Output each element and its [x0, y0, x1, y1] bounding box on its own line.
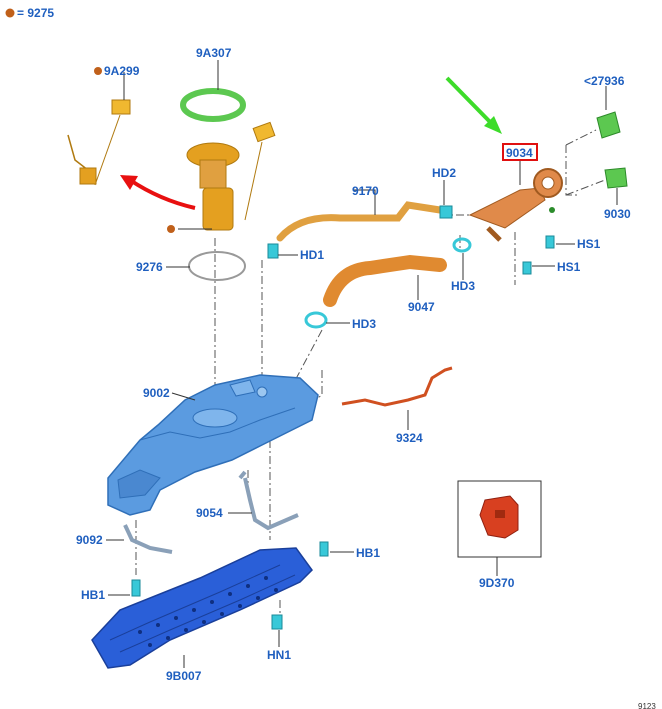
label-27936: <27936 — [584, 74, 625, 88]
bullet-9A299-icon — [94, 67, 102, 75]
fuel-tank-9002 — [107, 374, 319, 516]
leader-lines — [106, 60, 618, 668]
label-9030: 9030 — [604, 207, 631, 221]
label-9092: 9092 — [76, 533, 103, 547]
seal-9276 — [188, 251, 246, 281]
label-9054: 9054 — [196, 506, 223, 520]
lock-ring-9A307 — [180, 88, 246, 122]
clips-fasteners — [131, 205, 555, 630]
label-9324: 9324 — [396, 431, 423, 445]
label-9A307: 9A307 — [196, 46, 232, 60]
legend-text: = 9275 — [17, 6, 54, 20]
label-9034: 9034 — [506, 146, 533, 160]
assembly-lines — [135, 129, 606, 615]
green-arrow-icon — [445, 76, 497, 129]
label-9002: 9002 — [143, 386, 170, 400]
corner-code: 9123 — [638, 702, 656, 709]
highlight-box-9034 — [502, 143, 538, 161]
fuel-lines — [276, 201, 453, 407]
label-HN1: HN1 — [267, 648, 291, 662]
fuel-pump-module — [67, 88, 276, 281]
label-HD3-upper: HD3 — [451, 279, 475, 293]
label-9276: 9276 — [136, 260, 163, 274]
label-9170: 9170 — [352, 184, 379, 198]
cap-27936 — [596, 111, 621, 139]
cap-9030 — [604, 167, 628, 189]
tank-shield-9B007 — [91, 547, 313, 669]
label-9A299: 9A299 — [104, 64, 140, 78]
strap-9092 — [123, 524, 173, 554]
label-HB1-left: HB1 — [81, 588, 105, 602]
legend-dot-icon — [5, 8, 15, 18]
tank-straps — [123, 470, 299, 554]
filler-caps — [596, 111, 628, 189]
bolt-hn1 — [271, 614, 283, 630]
red-arrow-icon — [128, 178, 196, 210]
legend: = 9275 — [5, 6, 54, 20]
bolt-hb1-b — [131, 579, 141, 597]
inset-9D370 — [457, 480, 542, 558]
line-9170 — [276, 201, 444, 242]
bolt-hs1-a — [545, 235, 555, 249]
clamp-hd3-upper — [452, 237, 472, 253]
label-HS1-upper: HS1 — [577, 237, 601, 251]
filler-pipe-9034 — [468, 168, 563, 242]
clip-hd2 — [439, 205, 453, 219]
label-HB1-right: HB1 — [356, 546, 380, 560]
strap-9054 — [243, 477, 299, 531]
label-HS1-lower: HS1 — [557, 260, 581, 274]
clip-hd1 — [267, 243, 279, 259]
label-9047: 9047 — [408, 300, 435, 314]
callout-labels: 9A299 9A307 <27936 9034 HD2 9170 9030 HS… — [76, 46, 656, 709]
line-9324 — [341, 366, 453, 407]
sender-9A299 — [111, 99, 131, 115]
hose-9047 — [323, 254, 447, 307]
label-9D370: 9D370 — [479, 576, 515, 590]
label-HD1: HD1 — [300, 248, 324, 262]
label-HD3-lower: HD3 — [352, 317, 376, 331]
bolt-hb1-a — [319, 541, 329, 557]
label-9B007: 9B007 — [166, 669, 202, 683]
bolt-hs1-b — [522, 261, 532, 275]
clamp-hd3-lower — [304, 311, 328, 329]
label-HD2: HD2 — [432, 166, 456, 180]
